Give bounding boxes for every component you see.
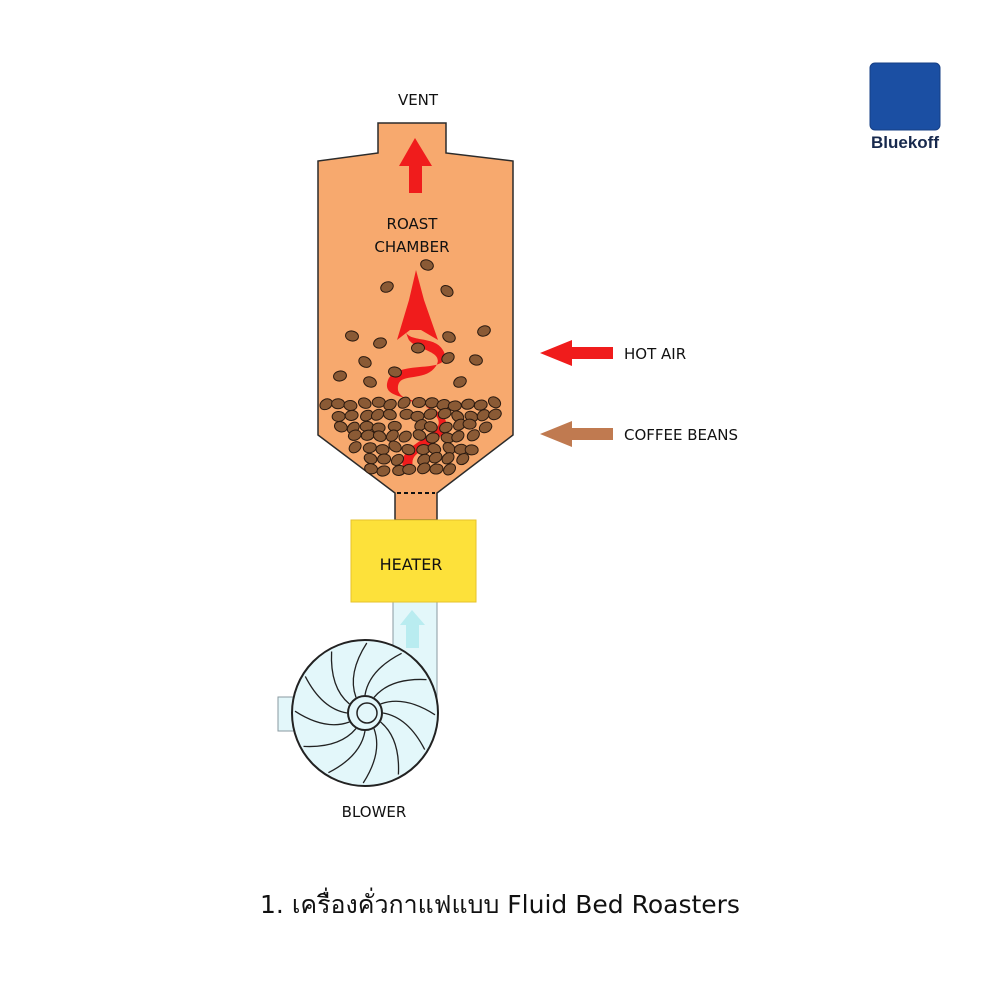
coffee-bean xyxy=(466,429,480,442)
coffee-bean xyxy=(462,418,477,430)
blower-label: BLOWER xyxy=(342,803,407,821)
coffee-bean xyxy=(397,396,411,409)
coffee-bean xyxy=(423,421,438,433)
coffee-bean xyxy=(362,442,377,454)
coffee-bean xyxy=(439,421,453,434)
coffee-bean xyxy=(363,452,378,465)
coffee-bean xyxy=(388,440,402,453)
coffee-bean xyxy=(398,430,412,443)
coffee-bean xyxy=(344,409,359,421)
blower-blade xyxy=(304,676,348,714)
coffee-bean xyxy=(380,281,394,293)
coffee-bean xyxy=(382,409,397,421)
blower-blade xyxy=(364,652,402,696)
coffee-bean xyxy=(372,430,387,442)
coffee-bean xyxy=(388,366,402,378)
coffee-bean xyxy=(333,370,347,382)
blower-blade xyxy=(352,642,368,698)
coffee-bean xyxy=(331,398,346,410)
duct-airflow-arrow-icon xyxy=(400,610,425,648)
coffee-bean xyxy=(357,397,372,409)
coffee-bean xyxy=(347,429,362,441)
blower-blade xyxy=(328,730,366,774)
coffee-bean xyxy=(417,462,431,475)
coffee-beans-label: COFFEE BEANS xyxy=(624,426,738,444)
blower-blade xyxy=(382,712,426,750)
brand-name: Bluekoff xyxy=(871,133,939,152)
coffee-bean xyxy=(442,331,456,343)
coffee-bean xyxy=(385,429,399,442)
vent-arrow-icon xyxy=(399,138,432,193)
coffee-bean xyxy=(377,453,392,465)
coffee-bean xyxy=(464,444,479,456)
vent-label: VENT xyxy=(398,91,439,109)
coffee-bean xyxy=(478,421,493,434)
blower-blade xyxy=(303,728,357,748)
coffee-bean xyxy=(390,453,404,466)
coffee-bean xyxy=(375,444,390,456)
coffee-bean xyxy=(412,429,427,441)
coffee-bean xyxy=(429,463,444,475)
coffee-bean xyxy=(402,463,417,475)
hot-air-label: HOT AIR xyxy=(624,345,686,363)
blower-fan-blades xyxy=(294,642,436,784)
bluekoff-logo-square xyxy=(869,62,941,131)
coffee-bean xyxy=(345,330,359,342)
coffee-bean xyxy=(440,284,454,298)
coffee-bean xyxy=(370,408,385,421)
coffee-bean xyxy=(443,463,457,476)
coffee-bean xyxy=(358,356,372,368)
coffee-bean xyxy=(469,354,483,366)
coffee-bean xyxy=(420,259,434,271)
coffee-beans-arrow-icon xyxy=(540,421,613,447)
coffee-bean xyxy=(383,398,397,411)
coffee-bean xyxy=(423,408,438,420)
coffee-beans-bed xyxy=(319,259,502,477)
blower-blade xyxy=(380,700,436,716)
coffee-bean xyxy=(488,408,502,421)
heater-label: HEATER xyxy=(380,555,443,574)
coffee-bean xyxy=(401,444,416,456)
blower-blade xyxy=(373,678,427,698)
coffee-bean xyxy=(414,418,428,432)
coffee-bean xyxy=(412,396,426,408)
coffee-bean xyxy=(371,396,386,408)
coffee-bean xyxy=(456,452,470,466)
coffee-bean xyxy=(348,441,362,454)
coffee-bean xyxy=(428,451,443,464)
blower-hub-inner xyxy=(356,702,378,724)
coffee-bean xyxy=(442,442,456,455)
coffee-bean xyxy=(363,376,377,388)
coffee-bean xyxy=(441,352,455,364)
blower-blade xyxy=(362,728,378,784)
heater-box xyxy=(350,519,477,603)
coffee-bean xyxy=(319,398,333,411)
hot-air-arrow-icon xyxy=(540,340,613,366)
coffee-bean xyxy=(477,325,491,337)
coffee-bean xyxy=(487,396,502,409)
roast-chamber-label-line1: ROAST xyxy=(387,215,439,233)
coffee-bean xyxy=(373,337,387,349)
coffee-bean xyxy=(441,452,455,465)
coffee-bean xyxy=(376,465,391,477)
coffee-bean xyxy=(453,376,467,388)
blower-blade xyxy=(380,721,400,775)
coffee-bean xyxy=(461,398,475,410)
blower-blade xyxy=(294,710,350,726)
coffee-bean xyxy=(437,407,452,420)
coffee-bean xyxy=(451,430,465,443)
coffee-bean xyxy=(476,409,490,422)
roast-chamber-label-line2: CHAMBER xyxy=(374,238,449,256)
coffee-bean xyxy=(411,342,425,354)
hot-air-up-arrow-icon xyxy=(397,270,438,340)
coffee-bean xyxy=(425,432,440,444)
blower-blade xyxy=(330,651,350,705)
coffee-bean xyxy=(331,411,346,423)
diagram-caption: 1. เครื่องคั่วกาแฟแบบ Fluid Bed Roasters xyxy=(260,890,740,919)
